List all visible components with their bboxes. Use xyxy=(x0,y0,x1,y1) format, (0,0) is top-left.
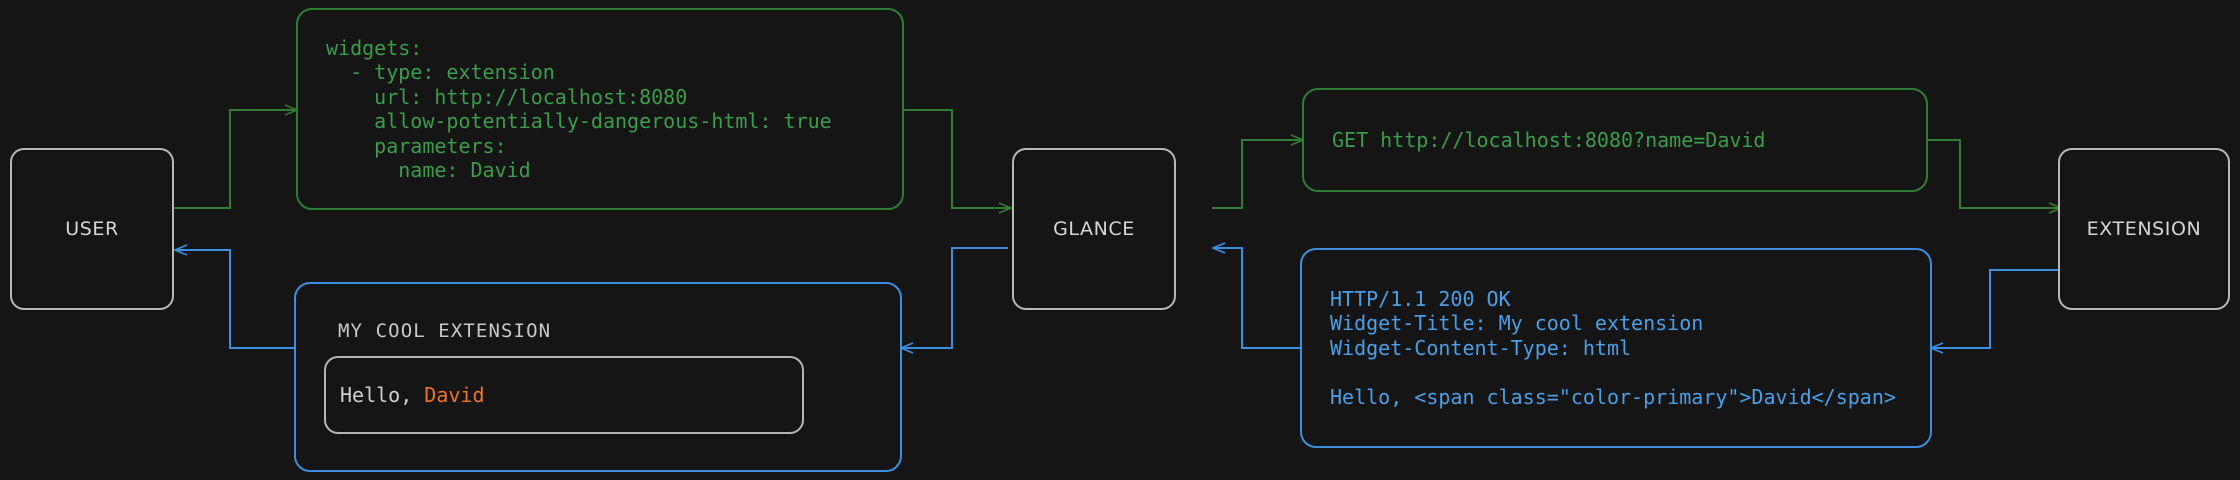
rendered-widget-box: MY COOL EXTENSION Hello, David xyxy=(294,282,902,472)
rendered-widget-card: Hello, David xyxy=(324,356,804,434)
node-glance-label: GLANCE xyxy=(1053,218,1135,240)
edge-user-to-config xyxy=(174,110,296,209)
http-request-box: GET http://localhost:8080?name=David xyxy=(1302,88,1928,192)
config-yaml-box: widgets: - type: extension url: http://l… xyxy=(296,8,904,210)
rendered-widget-greeting: Hello, xyxy=(340,383,425,407)
http-request-code: GET http://localhost:8080?name=David xyxy=(1332,127,1766,152)
http-response-box: HTTP/1.1 200 OK Widget-Title: My cool ex… xyxy=(1300,248,1932,448)
config-yaml-code: widgets: - type: extension url: http://l… xyxy=(326,35,832,183)
rendered-widget-name: David xyxy=(424,383,485,407)
edge-config-to-glance xyxy=(904,109,1010,208)
rendered-widget-title: MY COOL EXTENSION xyxy=(338,320,552,342)
edge-response-to-glance xyxy=(1214,248,1300,349)
node-extension-label: EXTENSION xyxy=(2086,218,2202,240)
node-glance[interactable]: GLANCE xyxy=(1012,148,1176,310)
edge-glance-to-widget xyxy=(902,247,1008,348)
edge-request-to-extension xyxy=(1928,139,2060,208)
edge-glance-to-request xyxy=(1212,140,1302,209)
edge-widget-to-user xyxy=(176,250,294,349)
node-user[interactable]: USER xyxy=(10,148,174,310)
node-extension[interactable]: EXTENSION xyxy=(2058,148,2230,310)
node-user-label: USER xyxy=(65,218,119,240)
edge-extension-to-response xyxy=(1932,269,2058,348)
http-response-code: HTTP/1.1 200 OK Widget-Title: My cool ex… xyxy=(1330,286,1896,409)
